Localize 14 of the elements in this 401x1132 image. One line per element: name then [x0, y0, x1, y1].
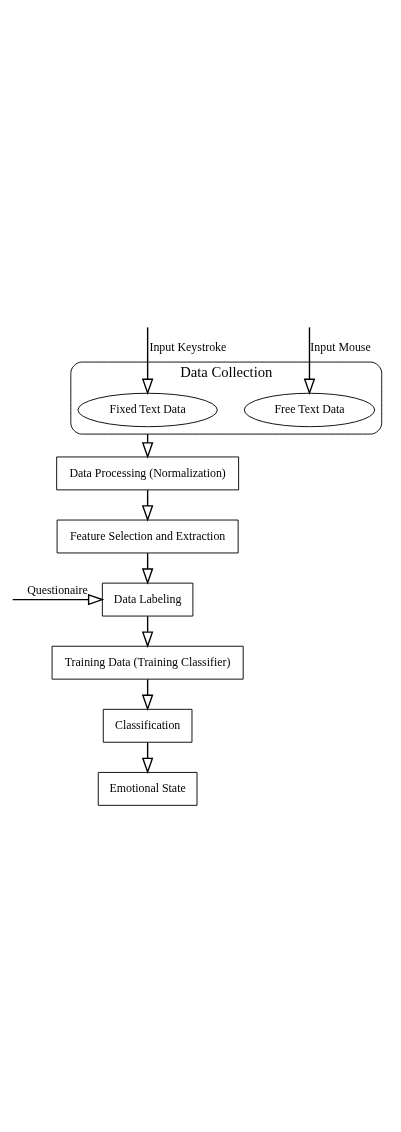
node-box: Training Data (Training Classifier) — [51, 645, 244, 680]
arrow — [303, 326, 316, 396]
arrow — [12, 593, 105, 606]
edge-label: Input Keystroke — [149, 340, 227, 355]
node-box: Emotional State — [97, 771, 198, 806]
node-box: Data Labeling — [101, 582, 194, 617]
node-ellipse: Fixed Text Data — [77, 392, 218, 428]
edge-label: Questionaire — [27, 582, 88, 597]
node-box: Data Processing (Normalization) — [56, 456, 240, 491]
node-ellipse: Free Text Data — [243, 392, 376, 428]
node-box: Feature Selection and Extraction — [56, 519, 239, 554]
arrow — [141, 326, 154, 396]
edge-label: Input Mouse — [310, 340, 371, 355]
node-box: Classification — [102, 708, 193, 743]
